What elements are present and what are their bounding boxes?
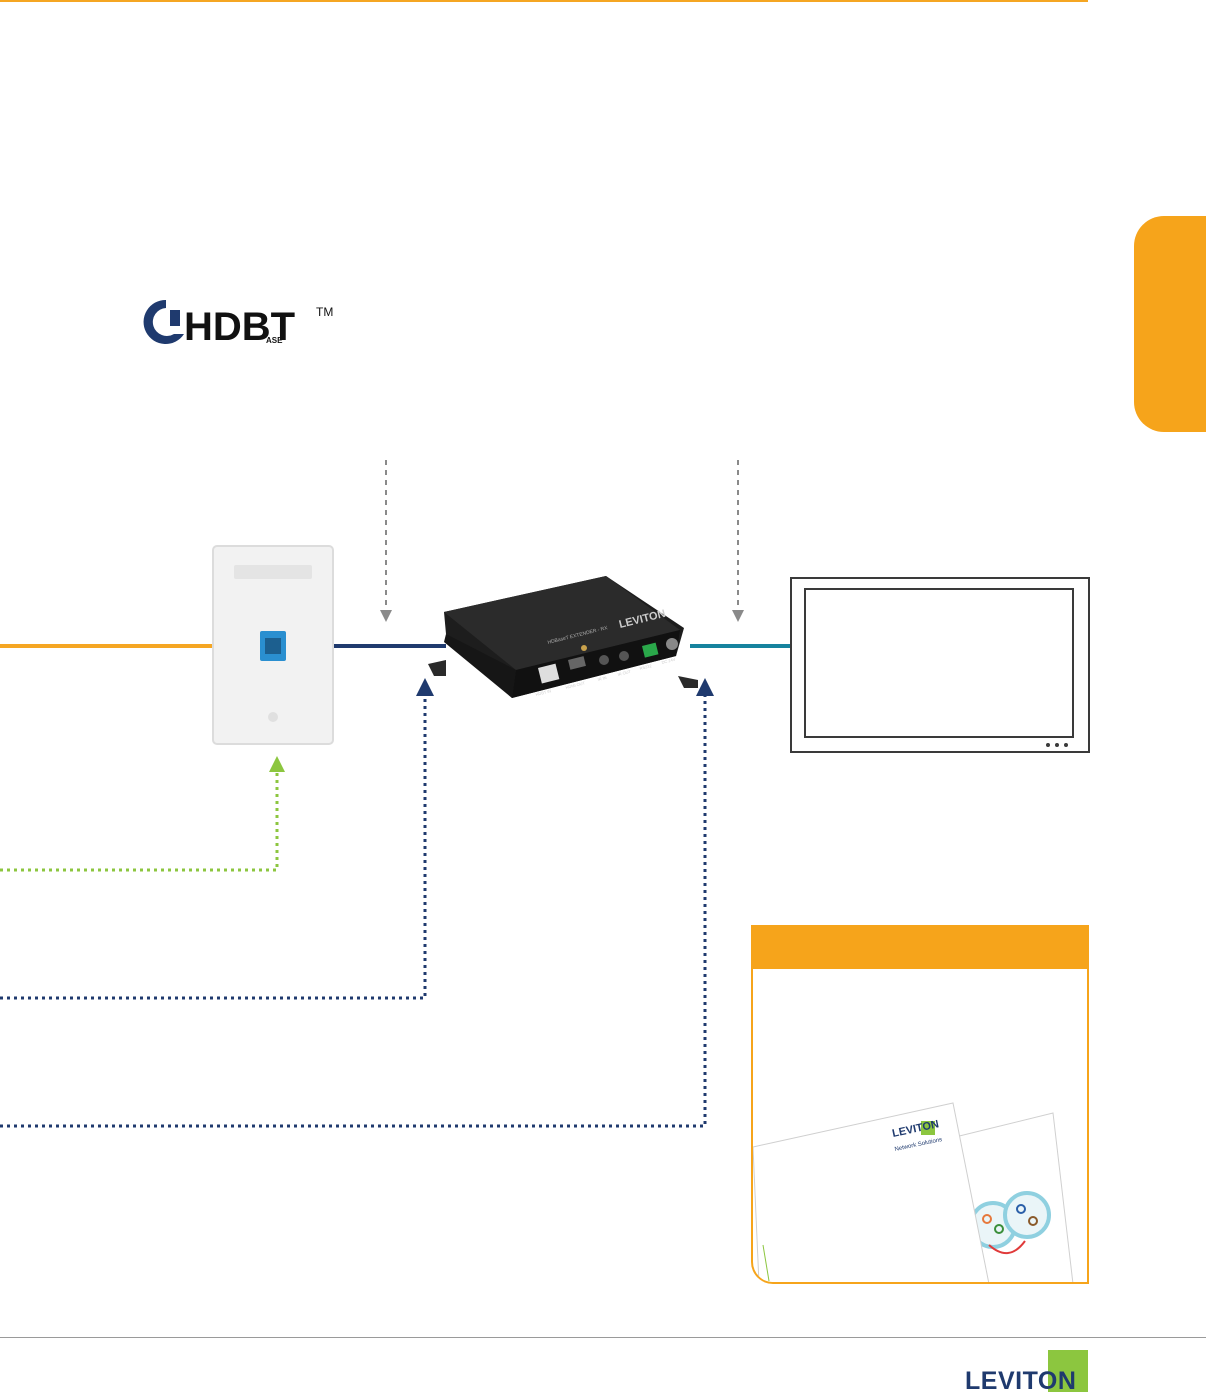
footer-rule	[0, 1337, 1206, 1338]
hdbaset-logo-bar	[170, 310, 180, 326]
navy-dotted-leader-2	[0, 694, 707, 1128]
extender-front	[512, 630, 680, 698]
top-rule	[0, 0, 1088, 2]
brochure-logo-square	[921, 1121, 935, 1135]
extender-top	[444, 576, 680, 670]
hdbaset-logo-sub: ASE	[266, 336, 283, 345]
ir-in-jack	[599, 655, 609, 665]
info-box-header	[753, 925, 1087, 969]
screw-hole	[268, 712, 278, 722]
port-label-ir-in: IR IN	[597, 675, 607, 682]
hdmi-port	[568, 656, 586, 670]
port-label-rs232: RS232	[639, 663, 653, 671]
leviton-logo-text: LEVITON	[965, 1367, 1077, 1395]
port-label-ir-out: IR OUT	[617, 669, 632, 677]
port-label-hdmi-out: HDMI OUT	[565, 680, 586, 690]
rs232-terminal	[642, 642, 659, 658]
hdbaset-logo-text: HDBT	[184, 305, 295, 348]
rj45-port	[538, 663, 560, 684]
brochure-image: LEVITON Network Solutions	[753, 1102, 1074, 1282]
leviton-logo: LEVITON	[965, 1350, 1091, 1394]
green-leader-arrow	[269, 756, 285, 772]
monitor-button	[1046, 743, 1050, 747]
port-label-dc: DC 24V	[661, 657, 676, 665]
brochure-front-page	[753, 1102, 990, 1282]
display-monitor	[790, 577, 1090, 753]
ir-out-jack	[619, 651, 629, 661]
monitor-button	[1064, 743, 1068, 747]
cable-cross-section-2	[1003, 1191, 1051, 1239]
gray-pointer-arrow-2	[732, 610, 744, 622]
leviton-logo-square	[1048, 1350, 1088, 1392]
info-box: LEVITON Network Solutions	[751, 925, 1089, 1284]
green-dotted-leader	[0, 768, 279, 872]
monitor-screen	[804, 588, 1074, 738]
gray-pointer-arrow-1	[380, 610, 392, 622]
wall-plate	[212, 545, 334, 745]
hdbaset-logo-mark	[143, 299, 184, 344]
section-tab[interactable]	[1134, 216, 1206, 432]
status-led	[581, 645, 587, 651]
navy-leader-arrow-2	[696, 678, 714, 696]
brochure-accent-line	[762, 1244, 770, 1282]
port-label-hdbt-in: HDBT IN	[535, 688, 552, 697]
label-window	[234, 565, 312, 579]
dc-power-jack	[666, 638, 678, 650]
hdbaset-logo: HDBT ASE TM	[143, 299, 333, 348]
hdbaset-extender: LEVITON HDBaseT EXTENDER - RX HDBT IN HD…	[428, 576, 698, 698]
hdbaset-logo-tm: TM	[316, 305, 333, 319]
monitor-button	[1055, 743, 1059, 747]
